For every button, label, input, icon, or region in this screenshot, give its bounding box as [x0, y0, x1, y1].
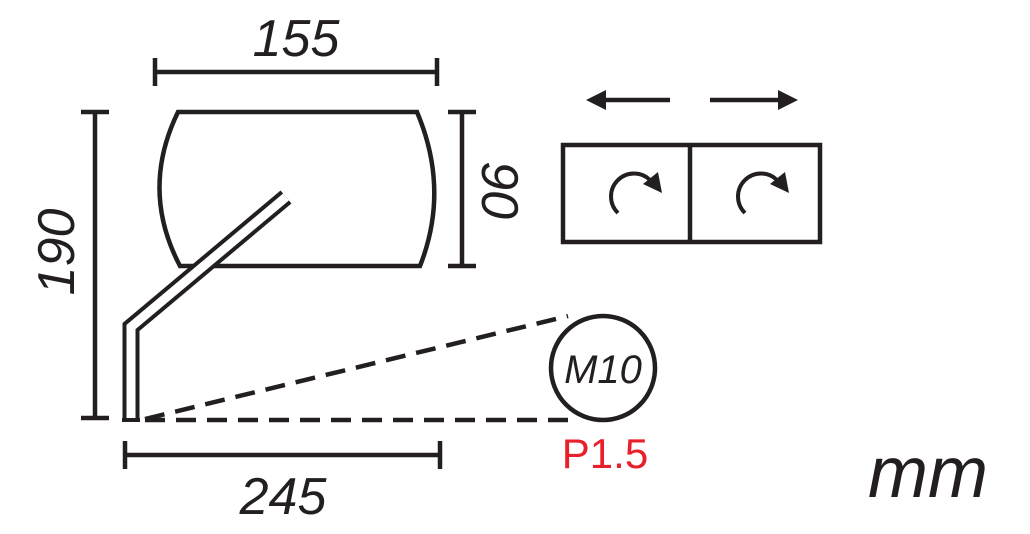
mirror-stem — [122, 190, 292, 422]
thread-callout: M10 — [548, 313, 658, 423]
rotate-clockwise-icon — [609, 171, 662, 215]
dimension-right: 90 — [448, 109, 528, 269]
dimension-bottom-label: 245 — [239, 468, 328, 526]
units-label: mm — [868, 433, 988, 513]
rotation-panel — [560, 142, 823, 245]
mirror-head — [157, 109, 437, 269]
arrow-right-icon — [710, 90, 798, 110]
dimension-bottom: 245 — [122, 441, 443, 526]
dimension-top-label: 155 — [253, 10, 341, 68]
dimension-right-label: 90 — [470, 161, 528, 219]
arrow-left-icon — [586, 90, 670, 110]
rotate-clockwise-icon — [736, 171, 789, 215]
dimension-left: 190 — [28, 109, 109, 421]
callout-dashed-top — [144, 313, 569, 422]
dimension-top: 155 — [152, 10, 440, 86]
dimension-left-label: 190 — [28, 209, 86, 296]
thread-pitch-label: P1.5 — [562, 430, 648, 477]
thread-size-label: M10 — [564, 348, 642, 392]
